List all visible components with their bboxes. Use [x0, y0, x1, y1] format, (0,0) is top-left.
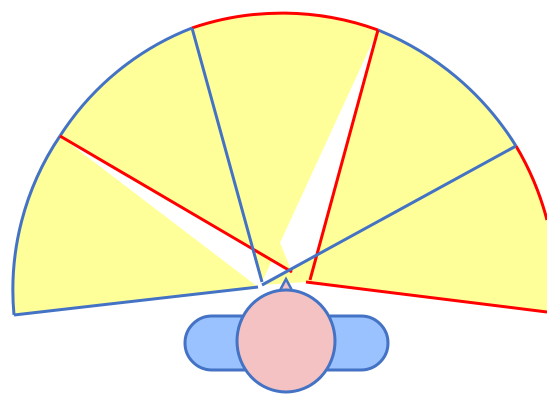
head [235, 288, 337, 394]
outer-arc-4 [377, 28, 518, 147]
radial-red-right [308, 29, 380, 281]
sector-5 [262, 146, 547, 312]
radial-red-right-base [305, 280, 547, 314]
outer-arc-3 [191, 11, 379, 32]
sector-3 [192, 13, 378, 282]
radial-blue-left-base [13, 285, 259, 317]
radial-blue-right [261, 144, 517, 287]
outer-arc-5 [514, 145, 547, 221]
radial-blue-mid [190, 27, 264, 283]
sector-1 [12, 136, 259, 315]
outer-arc-2 [58, 26, 193, 137]
outer-arc-1 [11, 135, 62, 316]
sector-2 [60, 28, 292, 272]
